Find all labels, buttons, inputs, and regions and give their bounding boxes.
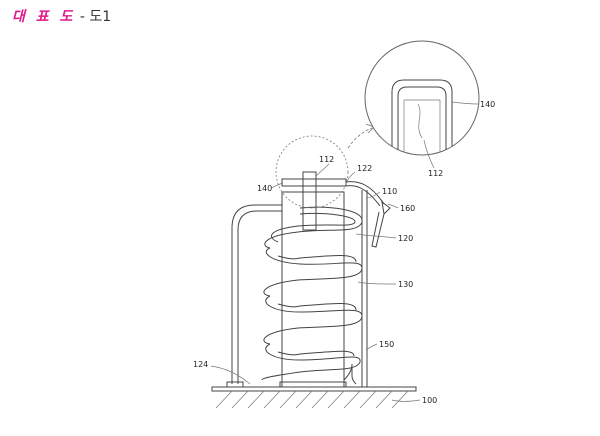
label-120: 120 <box>398 234 413 243</box>
label-124: 124 <box>193 360 208 369</box>
label-112: 112 <box>319 155 334 164</box>
ground-base <box>212 387 416 408</box>
label-112-detail: 112 <box>428 169 443 178</box>
label-140-detail: 140 <box>480 100 495 109</box>
label-100: 100 <box>422 396 437 405</box>
label-130: 130 <box>398 280 413 289</box>
label-122: 122 <box>357 164 372 173</box>
spiral-coil <box>262 207 362 380</box>
label-110: 110 <box>382 187 397 196</box>
magnified-detail <box>365 41 479 160</box>
detail-arrow <box>348 124 374 148</box>
label-150: 150 <box>379 340 394 349</box>
label-160: 160 <box>400 204 415 213</box>
label-140: 140 <box>257 184 272 193</box>
hanging-handle <box>372 202 390 247</box>
